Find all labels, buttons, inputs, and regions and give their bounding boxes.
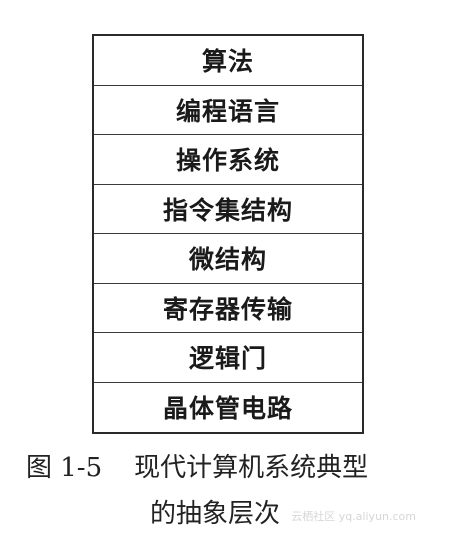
layer-algorithm: 算法 (94, 36, 362, 86)
figure-caption-line2: 的抽象层次 (150, 499, 281, 529)
layer-transistor-circuit: 晶体管电路 (162, 394, 293, 424)
layer-operating-system: 操作系统 (94, 135, 362, 185)
abstraction-layer-stack: 算法 编程语言 操作系统 指令集结构 微结构 寄存器传输 逻辑门 晶体管电路 (92, 34, 364, 434)
layer-logic-gate: 逻辑门 (94, 333, 362, 383)
layer-instruction-set-architecture: 指令集结构 (94, 185, 362, 234)
figure-caption-line1: 图 1-5 现代计算机系统典型 (26, 447, 368, 484)
layer-microarchitecture: 微结构 (94, 234, 362, 284)
figure-caption-text-1: 现代计算机系统典型 (134, 453, 369, 483)
layer-register-transfer: 寄存器传输 (94, 284, 362, 333)
figure-number: 图 1-5 (26, 453, 103, 483)
watermark: 云栖社区 yq.aliyun.com (291, 510, 416, 523)
layer-programming-language: 编程语言 (94, 86, 362, 135)
